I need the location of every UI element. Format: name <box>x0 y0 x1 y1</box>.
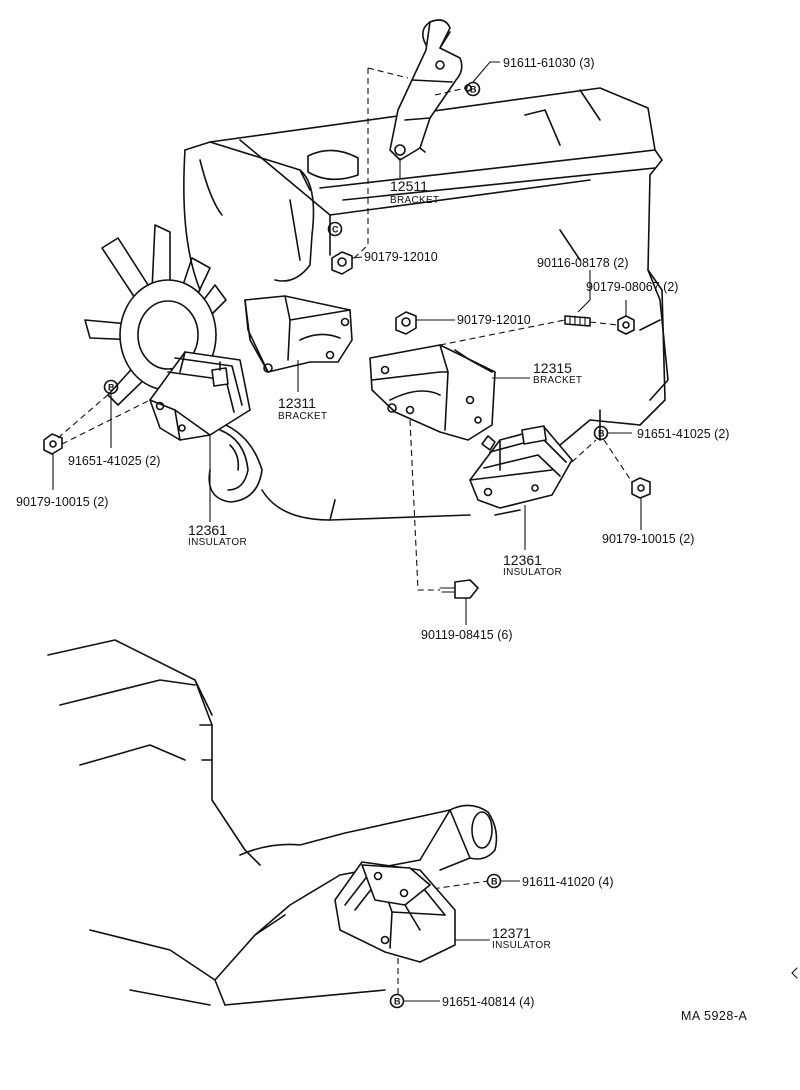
callout-91611-61030: 91611-61030 (3) <box>503 56 595 70</box>
insulator-12361-right <box>469 425 573 509</box>
callout-90116-08178: 90116-08178 (2) <box>537 256 629 270</box>
callout-12311-code: 12311 <box>278 395 316 411</box>
labels: 91611-61030 (3) 12511 BRACKET 90179-1201… <box>16 56 748 1023</box>
alignment-lines <box>57 67 633 995</box>
bracket-12315 <box>369 344 496 441</box>
callout-12361-right-name: INSULATOR <box>503 567 562 578</box>
callout-90179-12010-a: 90179-12010 <box>364 250 438 264</box>
callout-12361-left-name: INSULATOR <box>188 537 247 548</box>
transmission <box>47 639 498 1006</box>
callout-91651-40814: 91651-40814 (4) <box>442 995 534 1009</box>
callout-12371-code: 12371 <box>492 925 531 941</box>
callout-12315-name: BRACKET <box>533 375 582 386</box>
callout-12371-name: INSULATOR <box>492 940 551 951</box>
bracket-12511 <box>389 19 463 161</box>
callout-91651-41025-right: 91651-41025 (2) <box>637 427 729 441</box>
bracket-12311 <box>244 295 353 373</box>
callout-12311-name: BRACKET <box>278 411 327 422</box>
callout-90179-10015-right: 90179-10015 (2) <box>602 532 694 546</box>
marker-b-4: B <box>491 877 498 887</box>
marker-symbols: B C B B B B <box>103 81 609 1009</box>
marker-b-1: B <box>470 85 477 95</box>
edge-mark <box>791 967 798 979</box>
insulator-12371 <box>334 861 456 963</box>
leader-lines <box>52 61 642 1002</box>
callout-12511-name: BRACKET <box>390 195 439 206</box>
callout-91651-41025-left: 91651-41025 (2) <box>68 454 160 468</box>
engine-block <box>183 87 669 521</box>
callout-12511-code: 12511 <box>390 178 428 194</box>
marker-c-1: C <box>332 225 339 235</box>
fasteners <box>43 84 651 599</box>
marker-b-5: B <box>394 997 401 1007</box>
callout-12361-left-code: 12361 <box>188 522 227 538</box>
marker-b-3: B <box>598 429 605 439</box>
callout-90119-08415: 90119-08415 (6) <box>421 628 513 642</box>
callout-12315-code: 12315 <box>533 360 572 376</box>
callout-90179-12010-b: 90179-12010 <box>457 313 531 327</box>
callout-91611-41020: 91611-41020 (4) <box>522 875 614 889</box>
insulator-12361-left <box>149 351 251 441</box>
marker-b-2: B <box>108 383 115 393</box>
diagram-reference: MA 5928-A <box>681 1009 748 1023</box>
callout-12361-right-code: 12361 <box>503 552 542 568</box>
callout-90179-08067: 90179-08067 (2) <box>586 280 678 294</box>
callout-90179-10015-left: 90179-10015 (2) <box>16 495 108 509</box>
